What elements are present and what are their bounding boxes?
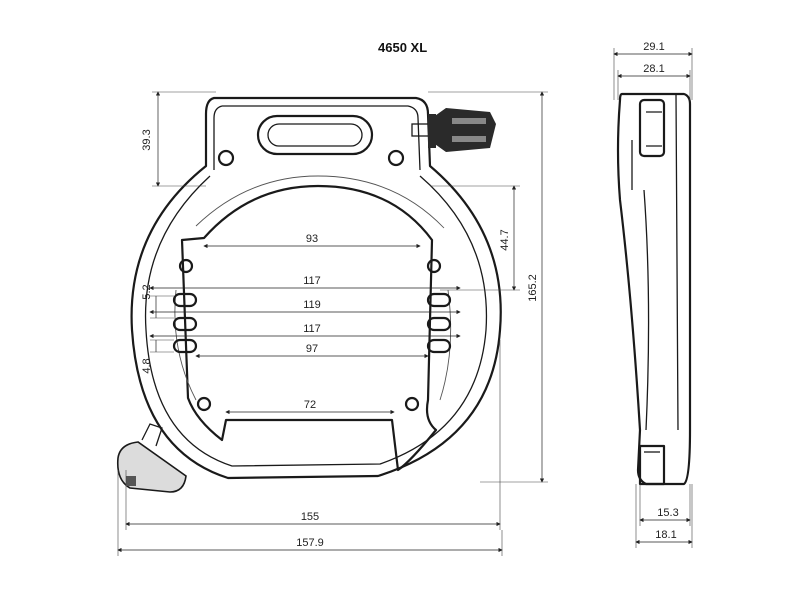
top-slot-inner	[267, 123, 363, 147]
side-slot-right-3	[426, 338, 452, 354]
dim-117-top: 117	[303, 275, 321, 287]
dim-4-8: 4.8	[141, 358, 153, 373]
mount-hole-low-left	[196, 396, 212, 412]
dim-39-3: 39.3	[141, 129, 153, 150]
side-slot-left-2	[172, 316, 198, 332]
dim-28-1: 28.1	[643, 63, 664, 75]
ring-middle-line	[144, 175, 488, 467]
dim-155: 155	[301, 511, 319, 523]
dim-18-1: 18.1	[655, 529, 676, 541]
side-slot-right-1	[426, 292, 452, 308]
dim-72: 72	[304, 399, 316, 411]
dim-5-2: 5.2	[141, 284, 153, 299]
mount-hole-low-right	[404, 396, 420, 412]
side-bottom-foot	[638, 444, 666, 486]
side-dimensions: 29.1 28.1 15.3 18.1	[613, 41, 693, 548]
mount-hole-mid-right	[426, 258, 442, 274]
mount-hole-mid-left	[178, 258, 194, 274]
side-top-mechanism	[638, 98, 666, 158]
key	[411, 108, 496, 152]
side-inner-line	[631, 93, 679, 431]
side-slot-right-2	[426, 316, 452, 332]
dim-15-3: 15.3	[657, 507, 678, 519]
dim-97: 97	[306, 343, 318, 355]
top-slot	[256, 114, 374, 156]
bracket-inner-line	[213, 105, 421, 171]
dim-157-9: 157.9	[296, 537, 324, 549]
dim-93: 93	[306, 233, 318, 245]
front-dimensions: 39.3 165.2 44.7 93 117 119 117	[117, 91, 548, 556]
mount-hole-top-right	[387, 149, 405, 167]
side-slot-left-3	[172, 338, 198, 354]
dim-117-bottom: 117	[303, 323, 321, 335]
front-view	[116, 96, 502, 493]
model-title: 4650 XL	[378, 40, 428, 55]
dim-29-1: 29.1	[643, 41, 664, 53]
lever	[116, 423, 187, 493]
dim-165-2: 165.2	[527, 274, 539, 302]
mount-hole-top-left	[217, 149, 235, 167]
ring-inner-opening	[180, 184, 438, 472]
side-slot-left-1	[172, 292, 198, 308]
side-body-outline	[616, 92, 692, 486]
side-view	[616, 92, 692, 486]
dim-44-7: 44.7	[499, 229, 511, 250]
dim-119: 119	[303, 299, 321, 311]
lock-body-outline	[130, 96, 502, 480]
